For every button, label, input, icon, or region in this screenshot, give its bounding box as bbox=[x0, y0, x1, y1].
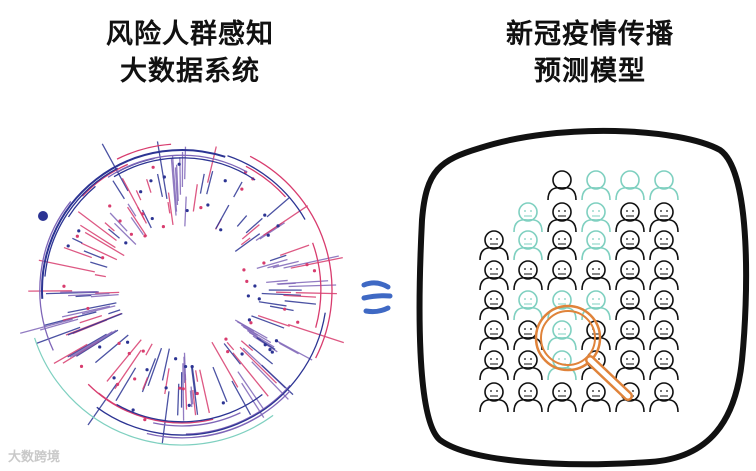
right-title-line1: 新冠疫情传播 bbox=[506, 19, 674, 50]
left-title: 风险人群感知 大数据系统 bbox=[60, 16, 320, 90]
radial-data-graph-icon bbox=[20, 141, 344, 446]
magnifier-icon bbox=[534, 304, 633, 401]
arrow-right-icon bbox=[361, 280, 393, 315]
right-title: 新冠疫情传播 预测模型 bbox=[460, 16, 720, 90]
left-title-line2: 大数据系统 bbox=[120, 56, 260, 87]
watermark: 大数跨境 bbox=[8, 450, 61, 465]
left-title-line1: 风险人群感知 bbox=[106, 19, 274, 50]
right-title-line2: 预测模型 bbox=[534, 56, 646, 87]
people-grid-icon bbox=[479, 170, 679, 413]
people-grid-frame bbox=[416, 127, 750, 468]
